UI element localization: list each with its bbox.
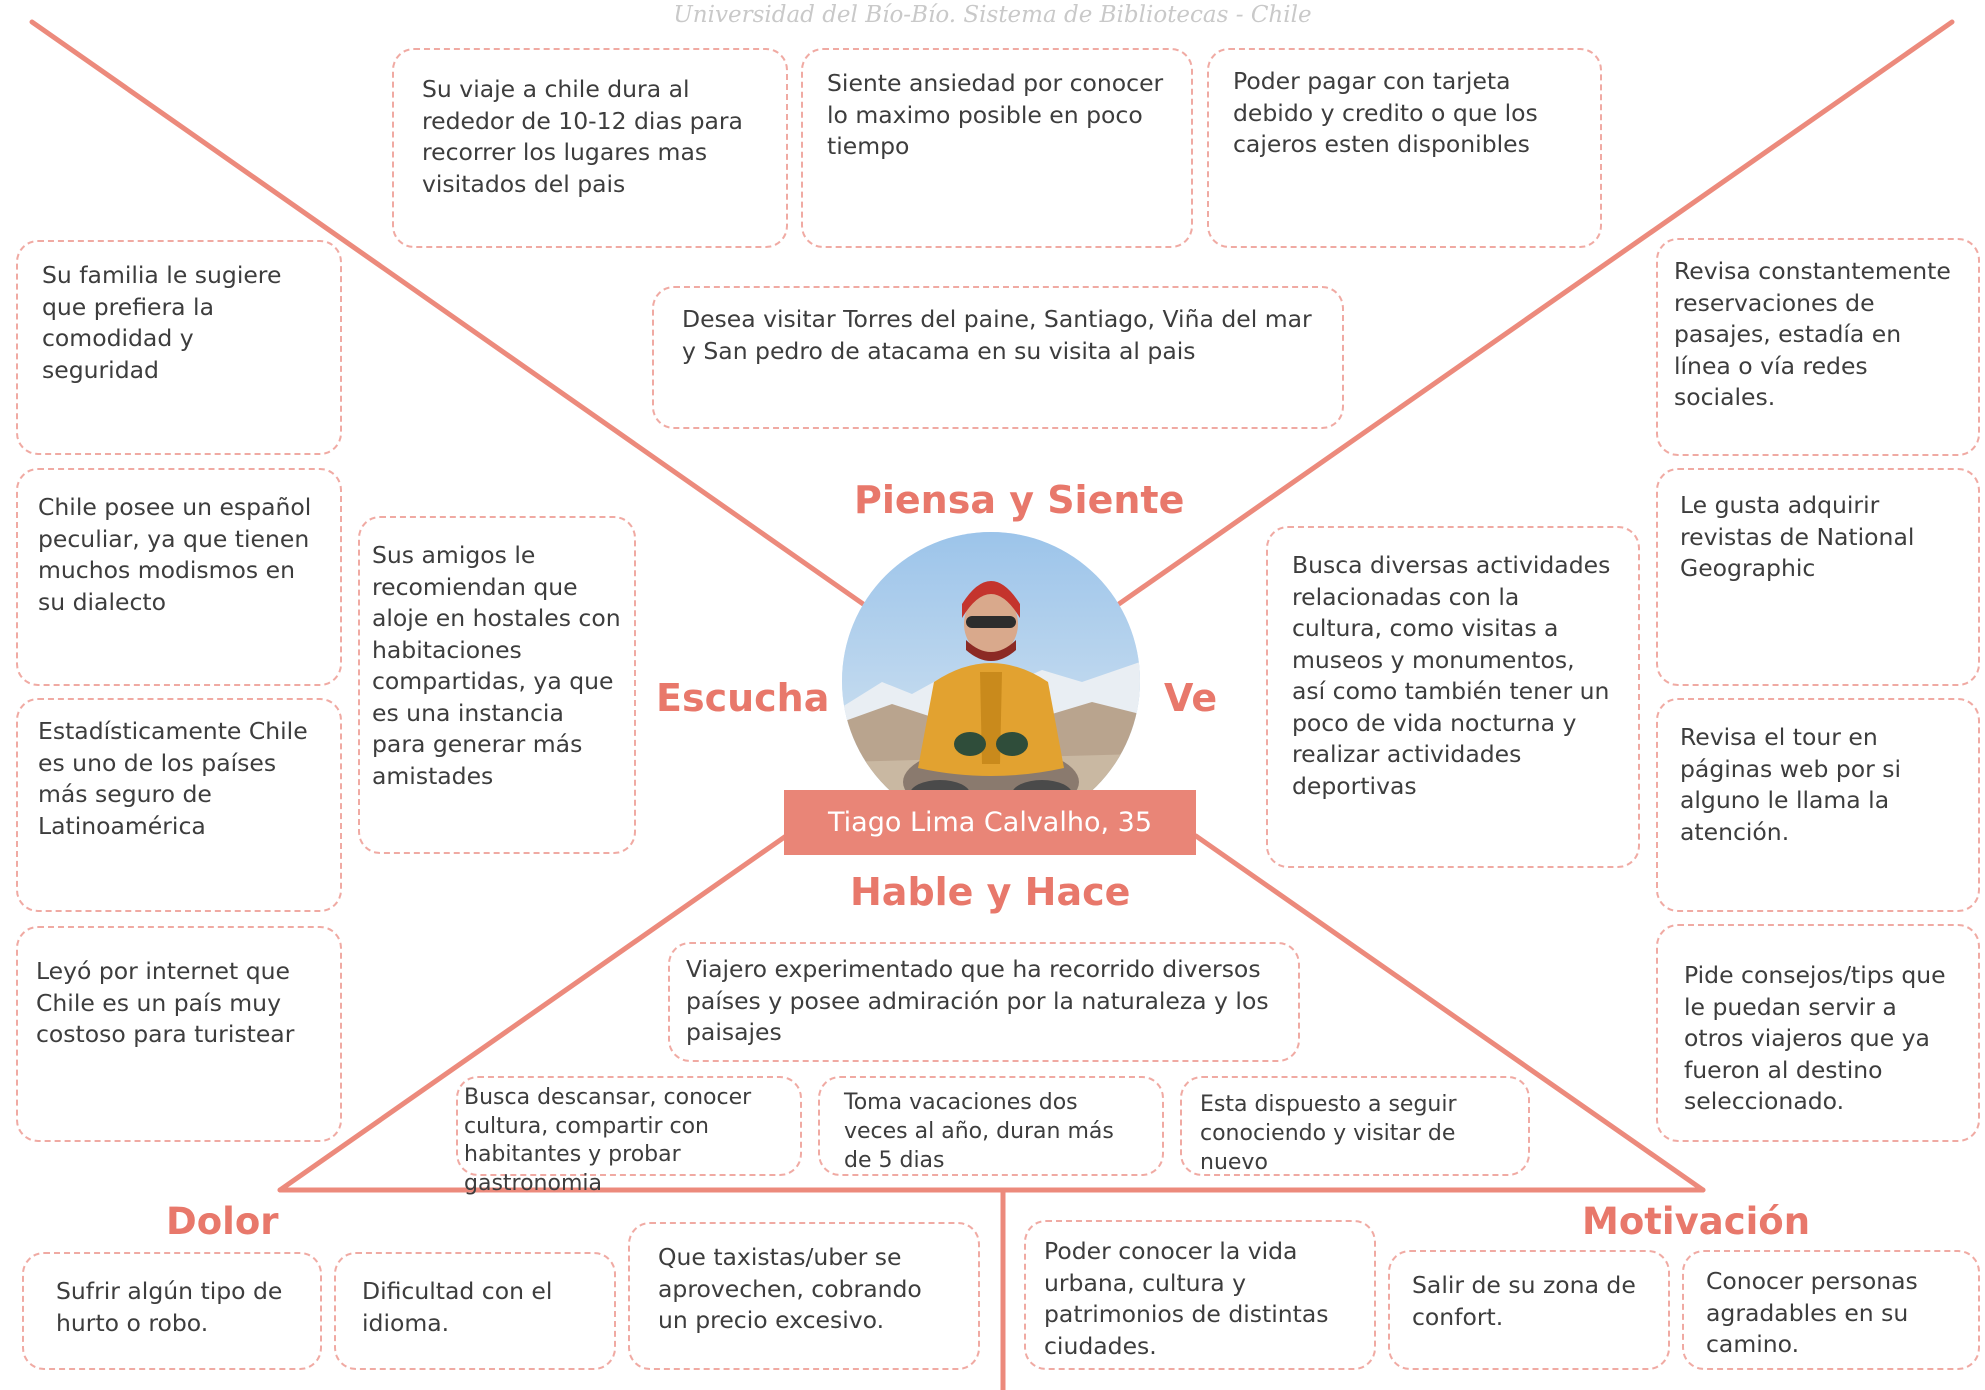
motivacion-note-2: Salir de su zona de confort. [1388,1250,1670,1370]
heading-hable-hace: Hable y Hace [850,870,1131,914]
dolor-note-1: Sufrir algún tipo de hurto o robo. [22,1252,322,1370]
ve-note-1: Revisa constantemente reservaciones de p… [1656,238,1980,456]
heading-piensa-siente: Piensa y Siente [854,478,1185,522]
piensa-note-4: Desea visitar Torres del paine, Santiago… [652,286,1344,429]
escucha-note-2: Chile posee un español peculiar, ya que … [16,468,342,686]
escucha-note-3: Estadísticamente Chile es uno de los paí… [16,698,342,912]
ve-note-5: Busca diversas actividades relacionadas … [1266,526,1640,868]
hace-note-4: Esta dispuesto a seguir conociendo y vis… [1180,1076,1530,1176]
heading-ve: Ve [1164,676,1218,720]
hace-note-1: Viajero experimentado que ha recorrido d… [668,942,1300,1062]
diagonal-bottom-left [277,833,789,1193]
hace-note-2: Busca descansar, conocer cultura, compar… [456,1076,802,1196]
heading-dolor: Dolor [166,1200,279,1243]
piensa-note-1: Su viaje a chile dura al rededor de 10-1… [392,48,788,248]
persona-nametag: Tiago Lima Calvalho, 35 [784,790,1196,855]
heading-escucha: Escucha [656,676,830,720]
motivacion-note-3: Conocer personas agradables en su camino… [1682,1250,1980,1370]
diagonal-bottom-right [1193,833,1706,1193]
traveler-photo [842,532,1140,830]
hace-note-3: Toma vacaciones dos veces al año, duran … [818,1076,1164,1176]
ve-note-4: Pide consejos/tips que le puedan servir … [1656,924,1980,1142]
piensa-note-2: Siente ansiedad por conocer lo maximo po… [801,48,1193,248]
heading-motivacion: Motivación [1582,1200,1811,1243]
motivacion-note-1: Poder conocer la vida urbana, cultura y … [1024,1220,1376,1370]
escucha-note-4: Leyó por internet que Chile es un país m… [16,926,342,1142]
escucha-note-5: Sus amigos le recomiendan que aloje en h… [358,516,636,854]
piensa-note-3: Poder pagar con tarjeta debido y credito… [1207,48,1602,248]
escucha-note-1: Su familia le sugiere que prefiera la co… [16,240,342,455]
dolor-note-3: Que taxistas/uber se aprovechen, cobrand… [628,1222,980,1370]
ve-note-3: Revisa el tour en páginas web por si alg… [1656,698,1980,912]
watermark: Universidad del Bío-Bío. Sistema de Bibl… [673,2,1312,28]
diagonal-top-left [29,19,869,609]
avatar-icon [842,532,1140,830]
ve-note-2: Le gusta adquirir revistas de National G… [1656,468,1980,686]
dolor-note-2: Dificultad con el idioma. [334,1252,616,1370]
diagonal-top-right [1113,19,1955,609]
